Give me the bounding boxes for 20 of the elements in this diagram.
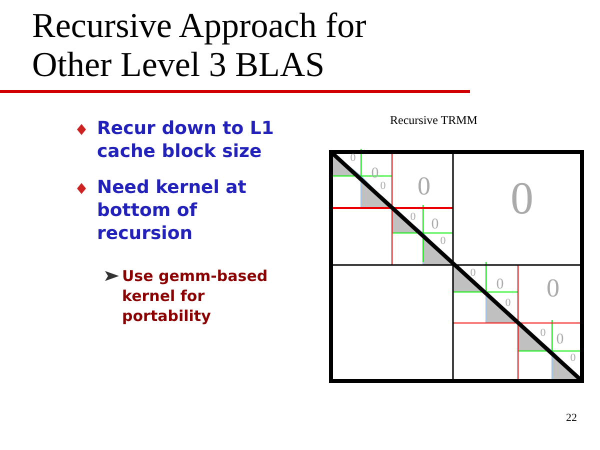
- zero-label: 0: [380, 180, 386, 192]
- zero-label: 0: [440, 234, 446, 247]
- zero-label: 0: [556, 331, 564, 348]
- zero-label: 0: [546, 273, 560, 302]
- zero-label: 0: [350, 152, 356, 164]
- zero-label: 0: [431, 216, 439, 232]
- sub-bullet-text: Use gemm-based kernel for portability: [122, 266, 269, 326]
- slide-title: Recursive Approach for Other Level 3 BLAS: [32, 6, 368, 84]
- zero-label: 0: [510, 172, 534, 224]
- bullet-text: Recur down to L1 cache block size: [97, 117, 275, 163]
- bullet-text: Need kernel at bottom of recursion: [97, 176, 248, 245]
- zero-label: 0: [496, 276, 504, 292]
- zero-label: 0: [418, 171, 430, 200]
- drawing-caption: Recursive TRMM: [390, 113, 478, 128]
- zero-label: 0: [570, 352, 576, 364]
- zero-label: 0: [540, 326, 546, 339]
- zero-label: 0: [410, 210, 416, 223]
- page-number: 22: [566, 412, 577, 424]
- zero-label: 0: [505, 296, 511, 309]
- zero-label: 0: [470, 266, 476, 279]
